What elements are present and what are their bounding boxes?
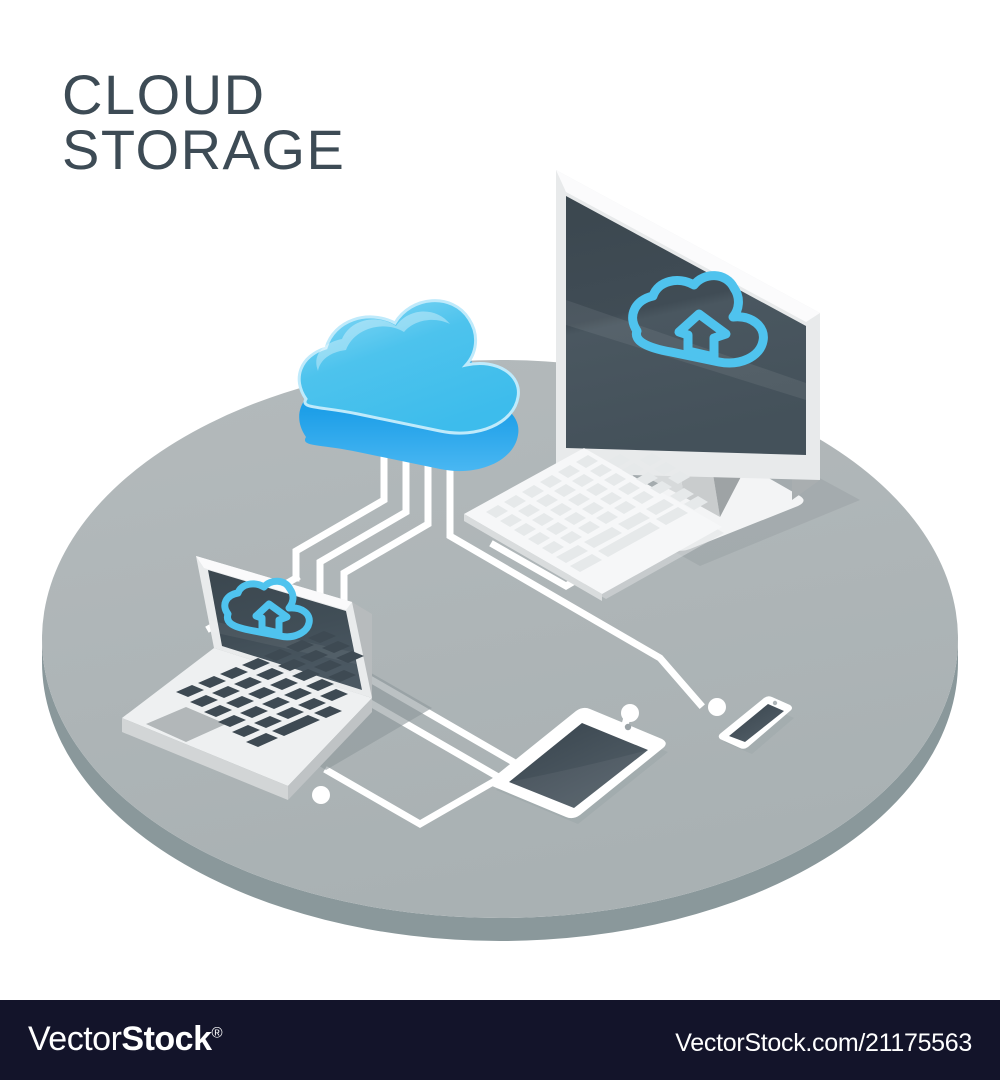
logo-text-bold: Stock — [121, 1020, 212, 1058]
connection-node-tablet — [621, 704, 639, 722]
tablet-screen — [509, 723, 648, 808]
logo-text-light: Vector — [28, 1020, 122, 1058]
laptop-screen — [208, 570, 362, 690]
page-title-line-1: CLOUD — [62, 63, 266, 126]
smartphone-screen — [729, 704, 784, 742]
laptop[interactable] — [122, 556, 432, 800]
registered-trademark-icon: ® — [211, 1024, 223, 1042]
monitor-bezel-highlight — [556, 170, 820, 322]
vectorstock-url: VectorStock.com/21175563 — [675, 1029, 972, 1057]
cloud-face — [297, 299, 520, 435]
laptop-body-side — [288, 698, 372, 800]
page-title: CLOUD STORAGE — [62, 63, 346, 181]
smartphone-camera-icon — [772, 700, 778, 706]
tablet[interactable] — [490, 707, 668, 824]
desktop-monitor[interactable] — [556, 170, 860, 566]
cloud[interactable] — [297, 299, 520, 472]
footer-watermark-bar: VectorStock® VectorStock.com/21175563 — [0, 1000, 1000, 1080]
vectorstock-logo: VectorStock® — [28, 1020, 223, 1059]
cloud-upload-icon — [628, 271, 768, 368]
upload-arrow — [674, 309, 731, 362]
cloud-highlight — [316, 311, 450, 371]
tablet-camera-icon — [624, 723, 632, 731]
connection-node-phone — [708, 698, 726, 716]
laptop-body-front — [122, 718, 288, 800]
laptop-keys — [176, 631, 364, 747]
keyboard-keys — [486, 453, 708, 572]
connection-line-phone — [446, 448, 705, 709]
laptop-body — [122, 648, 372, 786]
upload-arrow — [252, 600, 291, 637]
laptop-trackpad — [146, 707, 226, 742]
cloud-storage-illustration — [42, 170, 958, 941]
keyboard-body — [464, 448, 722, 594]
connection-line-laptop-upper — [292, 448, 388, 582]
keyboard[interactable] — [464, 448, 724, 601]
page-title-line-2: STORAGE — [62, 117, 346, 181]
smartphone[interactable] — [718, 696, 794, 754]
cloud-upload-icon — [221, 577, 313, 641]
connection-node-laptop — [312, 786, 330, 804]
cloud-outline — [628, 271, 768, 368]
tablet-screen-glare — [509, 750, 648, 808]
keyboard-edge — [464, 514, 602, 601]
